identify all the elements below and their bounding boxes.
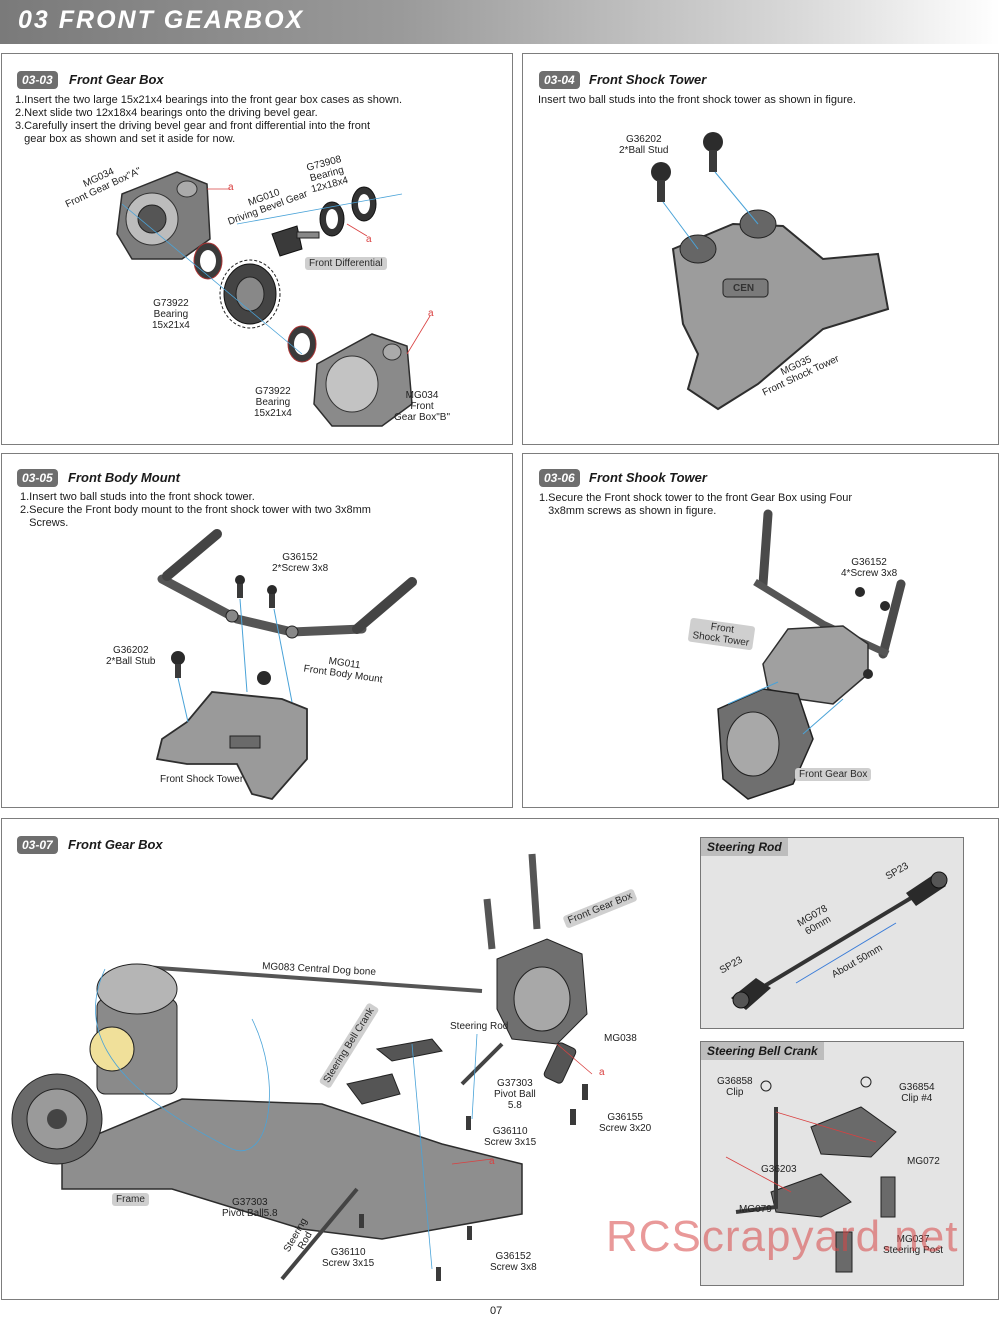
label-shock-tower: Front Shock Tower bbox=[160, 774, 244, 785]
instruction-line: 2.Next slide two 12x18x4 bearings onto t… bbox=[15, 107, 318, 119]
step-badge: 03-05 bbox=[17, 469, 58, 487]
panel-03-04: 03-04 Front Shock Tower Insert two ball … bbox=[522, 53, 999, 445]
bell-crank-part bbox=[346, 1073, 401, 1105]
label-clip: G36858 Clip bbox=[717, 1076, 753, 1098]
step-badge: 03-06 bbox=[539, 469, 580, 487]
instruction-line: gear box as shown and set it aside for n… bbox=[15, 133, 236, 145]
label-bearing-2: G73922 Bearing 15x21x4 bbox=[254, 386, 292, 419]
step-title: Front Shock Tower bbox=[589, 72, 707, 87]
label-screw-3x15-2: G36110 Screw 3x15 bbox=[322, 1247, 375, 1269]
steering-rod-part bbox=[460, 1042, 504, 1086]
instruction-line: 1.Secure the Front shock tower to the fr… bbox=[539, 492, 853, 504]
panel-03-06: 03-06 Front Shook Tower 1.Secure the Fro… bbox=[522, 453, 999, 808]
panel-03-07: 03-07 Front Gear Box bbox=[1, 818, 999, 1300]
marker-a: a bbox=[489, 1156, 495, 1167]
instruction-line: 3.Carefully insert the driving bevel gea… bbox=[15, 120, 371, 132]
label-gearbox-b: MG034 Front Gear Box"B" bbox=[394, 390, 451, 423]
bell-crank-detail bbox=[725, 1076, 897, 1273]
instructions: 1.Insert the two large 15x21x4 bearings … bbox=[15, 94, 402, 146]
body-mount-diagram bbox=[155, 529, 417, 801]
inset-steering-bell-crank: Steering Bell Crank G36858 Clip G36854 C… bbox=[700, 1041, 964, 1286]
marker-a: a bbox=[428, 308, 434, 319]
step-title: Front Shook Tower bbox=[589, 470, 707, 485]
body-mount-part bbox=[157, 574, 367, 637]
gear-box-a-part bbox=[116, 171, 211, 260]
gear-box-b-part bbox=[313, 333, 413, 427]
label-frame: Frame bbox=[112, 1193, 149, 1206]
label-mg038: MG038 bbox=[604, 1033, 637, 1044]
frame-part bbox=[61, 1098, 523, 1240]
marker-a: a bbox=[366, 234, 372, 245]
step-title: Front Gear Box bbox=[69, 72, 164, 87]
bevel-gear-part bbox=[271, 225, 320, 257]
shock-tower-diagram bbox=[651, 132, 890, 411]
shock-tower-part bbox=[671, 222, 890, 411]
front-gear-box-part bbox=[483, 853, 588, 1045]
gearbox-exploded-diagram bbox=[116, 171, 431, 427]
label-ball-stub: G36202 2*Ball Stub bbox=[106, 645, 156, 667]
instruction-line: 1.Insert the two large 15x21x4 bearings … bbox=[15, 94, 403, 106]
step-badge: 03-03 bbox=[17, 71, 58, 89]
label-screw-3x8: G36152 Screw 3x8 bbox=[490, 1251, 537, 1273]
tower-logo: CEN bbox=[733, 283, 755, 294]
ball-stud-part bbox=[651, 162, 671, 202]
instruction-line: 3x8mm screws as shown in figure. bbox=[539, 505, 717, 517]
label-screw: G36152 2*Screw 3x8 bbox=[272, 552, 329, 574]
label-mg079: MG079 bbox=[739, 1204, 772, 1215]
label-screw-3x20: G36155 Screw 3x20 bbox=[599, 1112, 652, 1134]
label-ball-stud: G36202 2*Ball Stud bbox=[619, 134, 669, 156]
instruction-line: Insert two ball studs into the front sho… bbox=[538, 94, 856, 106]
panel-03-05: 03-05 Front Body Mount 1.Insert two ball… bbox=[1, 453, 513, 808]
label-pivot-ball-2: G37303 Pivot Ball5.8 bbox=[222, 1197, 278, 1219]
label-mg072: MG072 bbox=[907, 1156, 940, 1167]
page-title: 03 FRONT GEARBOX bbox=[18, 6, 305, 34]
marker-a: a bbox=[599, 1067, 605, 1078]
step-title: Front Body Mount bbox=[68, 470, 180, 485]
label-steering-post: MG037 Steering Post bbox=[883, 1234, 944, 1256]
label-bearing-1: G73922 Bearing 15x21x4 bbox=[152, 298, 190, 331]
spur-gear-part bbox=[11, 1073, 103, 1165]
inset-steering-rod: Steering Rod SP23 SP23 MG078 60mm About … bbox=[700, 837, 964, 1029]
tower-to-gearbox-diagram bbox=[717, 509, 906, 800]
bell-crank-part bbox=[375, 1038, 443, 1062]
label-clip-4: G36854 Clip #4 bbox=[899, 1082, 935, 1104]
instruction-line: 2.Secure the Front body mount to the fro… bbox=[20, 504, 371, 516]
steering-rod-detail bbox=[731, 871, 948, 1010]
panel-03-03: 03-03 Front Gear Box 1.Insert the two la… bbox=[1, 53, 513, 445]
instructions: 1.Secure the Front shock tower to the fr… bbox=[539, 492, 852, 518]
label-screw: G36152 4*Screw 3x8 bbox=[841, 557, 898, 579]
label-pivot-ball: G37303 Pivot Ball 5.8 bbox=[494, 1078, 536, 1111]
page-number: 07 bbox=[490, 1305, 503, 1317]
label-steering-rod: Steering Rod bbox=[450, 1021, 509, 1032]
label-g36203: G36203 bbox=[761, 1164, 797, 1175]
page-header: 03 FRONT GEARBOX bbox=[0, 0, 1000, 44]
label-front-gear-box: Front Gear Box bbox=[795, 768, 872, 781]
watermark: RCScrapyard.net bbox=[606, 1212, 959, 1261]
instruction-line: 1.Insert two ball studs into the front s… bbox=[20, 491, 255, 503]
dog-bone-part bbox=[129, 964, 483, 993]
instructions: Insert two ball studs into the front sho… bbox=[538, 94, 856, 107]
instructions: 1.Insert two ball studs into the front s… bbox=[20, 491, 371, 530]
inset-title: Steering Bell Crank bbox=[701, 1042, 824, 1060]
instruction-line: Screws. bbox=[20, 517, 69, 529]
ball-stud-part bbox=[703, 132, 723, 172]
mg038-part bbox=[543, 1042, 577, 1084]
chassis-assembly-diagram bbox=[11, 853, 593, 1281]
marker-a: a bbox=[228, 182, 234, 193]
step-badge: 03-04 bbox=[539, 71, 580, 89]
inset-title: Steering Rod bbox=[701, 838, 788, 856]
label-front-differential: Front Differential bbox=[305, 257, 387, 270]
differential-part bbox=[219, 259, 281, 329]
label-screw-3x15: G36110 Screw 3x15 bbox=[484, 1126, 537, 1148]
step-badge: 03-07 bbox=[17, 836, 58, 854]
steering-rod-part bbox=[280, 1187, 359, 1281]
step-title: Front Gear Box bbox=[68, 837, 163, 852]
engine-part bbox=[89, 963, 178, 1095]
